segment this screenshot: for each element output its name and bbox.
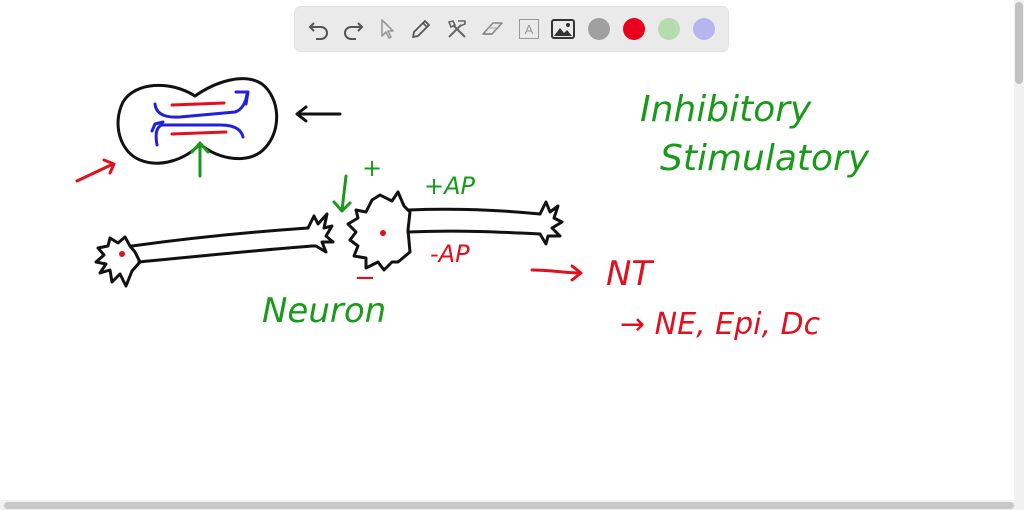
pointer-icon[interactable] xyxy=(371,13,403,45)
synapse-red-line-top xyxy=(170,101,226,107)
text-icon-glyph: A xyxy=(519,19,539,39)
eraser-icon[interactable] xyxy=(477,13,509,45)
right-neuron-green-arrow xyxy=(332,174,352,213)
pencil-icon[interactable] xyxy=(405,13,437,45)
synapse-outline xyxy=(116,77,279,165)
ne-epi-note: → NE, Epi, Dc xyxy=(620,307,821,342)
nt-note: NT xyxy=(606,254,654,294)
synapse-blue-arrowhead-top xyxy=(234,90,250,106)
nt-red-arrow xyxy=(530,264,583,282)
minus-note: − xyxy=(354,263,376,293)
color-swatch-red[interactable] xyxy=(623,18,645,40)
synapse-red-line-bottom xyxy=(170,130,228,136)
horizontal-scroll-thumb[interactable] xyxy=(4,502,1014,509)
synapse-red-arrow xyxy=(75,158,116,183)
synapse-blue-arrow-bottom xyxy=(154,123,245,147)
undo-icon[interactable] xyxy=(303,13,335,45)
left-neuron-sketch xyxy=(94,212,335,288)
left-neuron-axon-bottom xyxy=(137,244,314,264)
synapse-blue-arrow-top xyxy=(153,92,249,119)
vertical-scrollbar[interactable] xyxy=(1014,0,1024,500)
neuron-note: Neuron xyxy=(262,291,386,331)
color-swatch-gray[interactable] xyxy=(588,18,610,40)
horizontal-scrollbar[interactable] xyxy=(0,500,1024,510)
right-neuron-terminal xyxy=(538,200,564,246)
text-icon[interactable]: A xyxy=(513,13,545,45)
image-icon[interactable] xyxy=(547,13,579,45)
plus-note: + xyxy=(362,154,382,182)
left-neuron-soma xyxy=(94,235,142,288)
left-neuron-axon-top xyxy=(130,226,310,248)
color-swatch-lavender[interactable] xyxy=(693,18,715,40)
color-swatch-light-green[interactable] xyxy=(658,18,680,40)
synapse-sketch xyxy=(75,77,342,183)
left-neuron-terminal xyxy=(306,212,335,254)
inhibitory-note: Inhibitory xyxy=(640,89,812,130)
right-neuron-nucleus xyxy=(380,230,386,236)
drawing-toolbar: A xyxy=(295,7,728,51)
redo-icon[interactable] xyxy=(337,13,369,45)
synapse-blue-arrowhead-bottom xyxy=(150,120,165,133)
right-neuron-sketch xyxy=(332,174,583,282)
plus-ap-note: +AP xyxy=(424,172,476,200)
minus-ap-note: -AP xyxy=(430,240,470,268)
right-neuron-axon-top xyxy=(406,207,542,216)
left-neuron-nucleus xyxy=(119,251,125,257)
right-neuron-axon-bottom xyxy=(406,229,542,236)
whiteboard-canvas[interactable]: Inhibitory Stimulatory + +AP -AP − Neuro… xyxy=(0,0,1014,500)
synapse-black-arrow xyxy=(295,105,342,123)
right-neuron-soma xyxy=(346,190,412,272)
synapse-green-arrow xyxy=(190,141,210,178)
tools-icon[interactable] xyxy=(441,13,473,45)
vertical-scroll-thumb[interactable] xyxy=(1015,2,1023,84)
stimulatory-note: Stimulatory xyxy=(660,138,870,179)
